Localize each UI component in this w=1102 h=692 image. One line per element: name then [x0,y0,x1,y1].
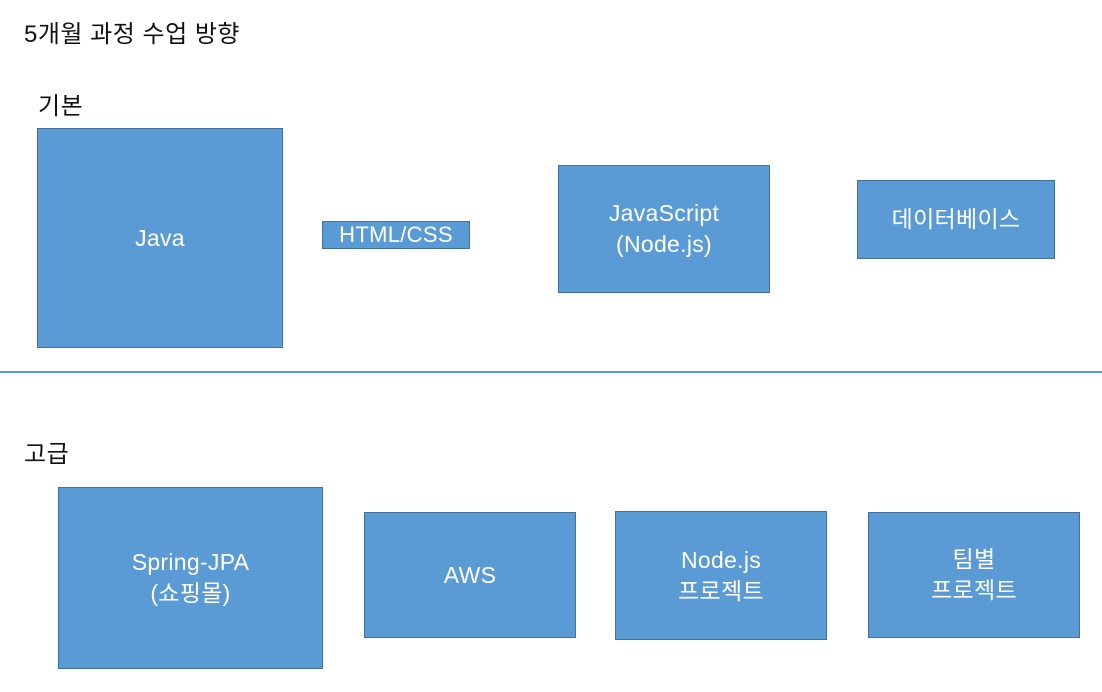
course-box-team-project[interactable]: 팀별 프로젝트 [868,512,1080,638]
course-box-aws[interactable]: AWS [364,512,576,638]
course-box-htmlcss[interactable]: HTML/CSS [322,221,470,249]
section-divider [0,371,1102,373]
course-box-spring-jpa[interactable]: Spring-JPA (쇼핑몰) [58,487,323,669]
course-box-javascript-nodejs[interactable]: JavaScript (Node.js) [558,165,770,293]
section-label-advanced: 고급 [24,441,70,468]
section-label-basic: 기본 [38,93,84,120]
course-box-database[interactable]: 데이터베이스 [857,180,1055,259]
course-box-java[interactable]: Java [37,128,283,348]
slide-title: 5개월 과정 수업 방향 [24,21,240,48]
course-box-nodejs-project[interactable]: Node.js 프로젝트 [615,511,827,640]
